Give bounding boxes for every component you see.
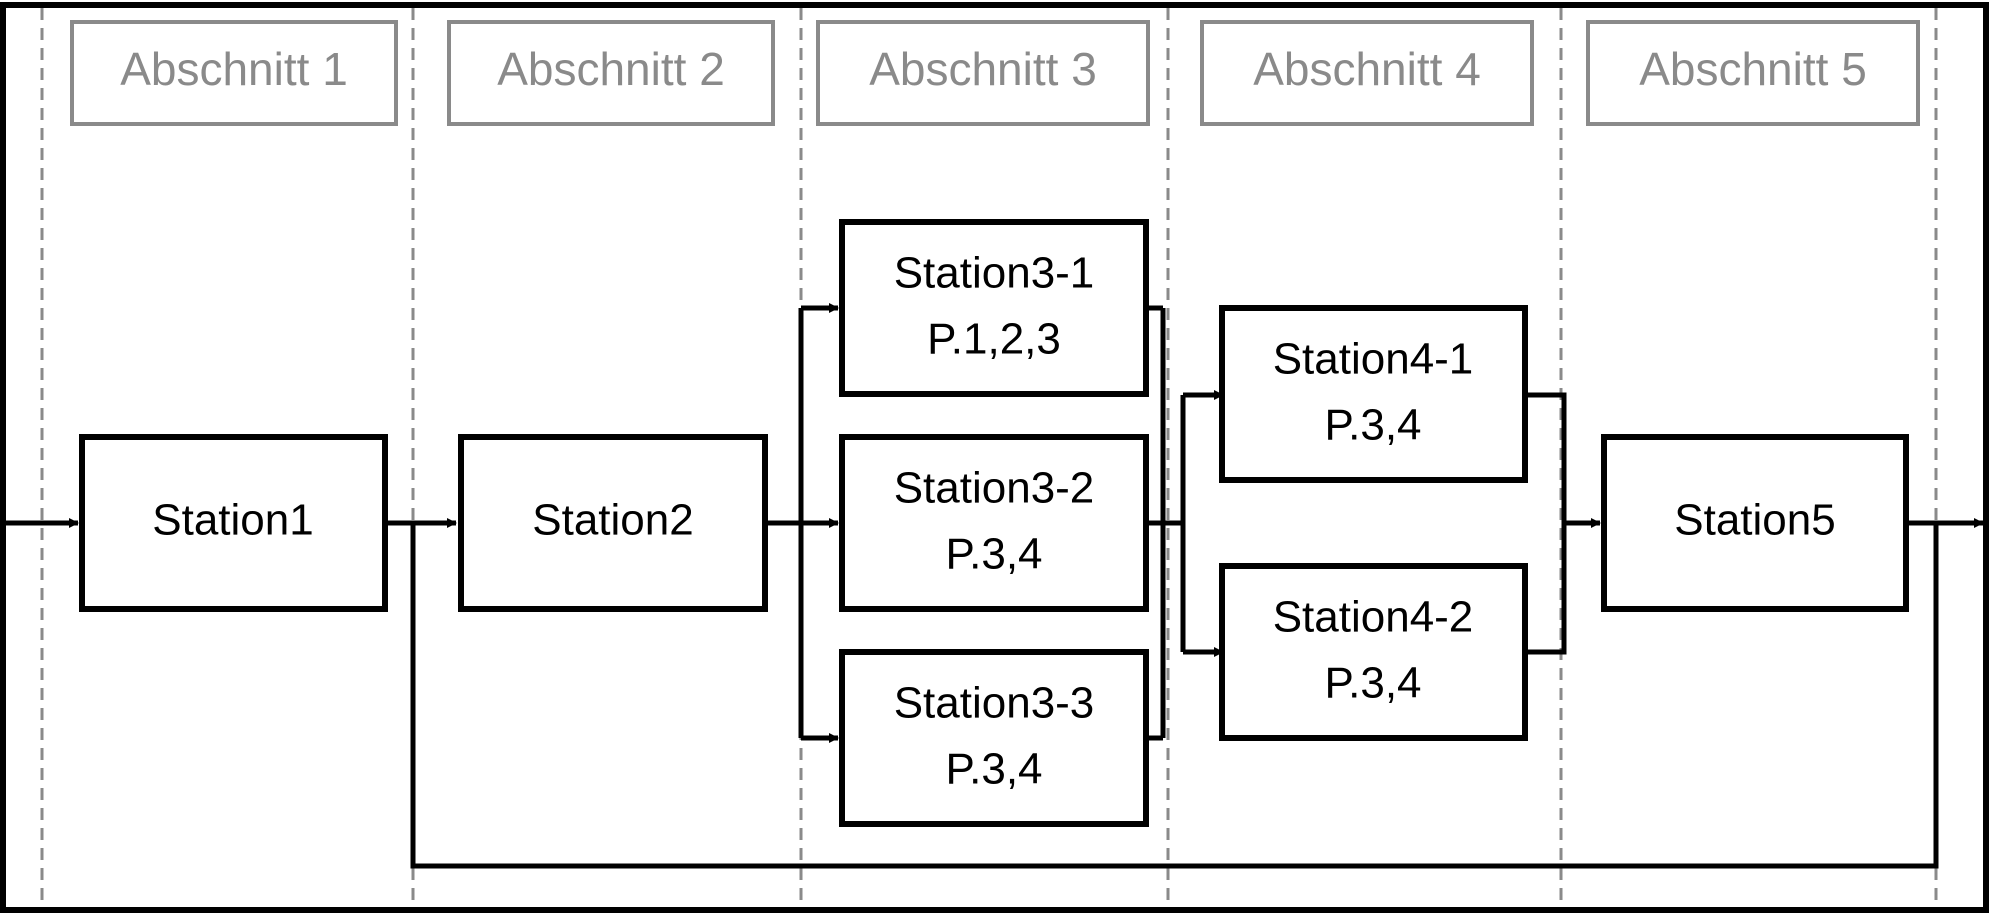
station-3-2: Station3-2 P.3,4 <box>839 434 1149 612</box>
station-params: P.3,4 <box>945 530 1042 579</box>
station-params: P.3,4 <box>1324 659 1421 708</box>
stations: Station1 Station2 Station3-1 P.1,2,3 Sta… <box>79 219 1909 827</box>
station-4-2: Station4-2 P.3,4 <box>1219 563 1528 741</box>
station-label: Station4-2 <box>1273 593 1474 642</box>
section-label-4: Abschnitt 4 <box>1253 43 1481 95</box>
station-params: P.3,4 <box>1324 401 1421 450</box>
station-box <box>839 434 1149 612</box>
station-box <box>458 434 768 612</box>
station-params: P.3,4 <box>945 745 1042 794</box>
section-header-box <box>1586 20 1920 126</box>
station-label: Station5 <box>1674 496 1835 545</box>
flow-connectors <box>3 303 1984 869</box>
bypass-loop <box>410 523 1939 869</box>
section-label-2: Abschnitt 2 <box>497 43 725 95</box>
section-header-box <box>70 20 398 126</box>
section-label-3: Abschnitt 3 <box>869 43 1097 95</box>
station-2: Station2 <box>458 434 768 612</box>
station-3-1: Station3-1 P.1,2,3 <box>839 219 1149 397</box>
station-box <box>1601 434 1909 612</box>
station-label: Station4-1 <box>1273 335 1474 384</box>
section-header-box <box>1200 20 1534 126</box>
section-headers: Abschnitt 1 Abschnitt 2 Abschnitt 3 Absc… <box>70 20 1920 126</box>
section-header-box <box>816 20 1150 126</box>
station-box <box>79 434 388 612</box>
station-4-1: Station4-1 P.3,4 <box>1219 305 1528 483</box>
station-box <box>1219 305 1528 483</box>
station-label: Station1 <box>152 496 313 545</box>
section-label-1: Abschnitt 1 <box>120 43 348 95</box>
merge-s4-1 <box>1525 392 1567 655</box>
station-5: Station5 <box>1601 434 1909 612</box>
station-box <box>1219 563 1528 741</box>
station-3-3: Station3-3 P.3,4 <box>839 649 1149 827</box>
station-label: Station3-3 <box>894 679 1095 728</box>
station-label: Station3-1 <box>894 249 1095 298</box>
section-header-box <box>447 20 775 126</box>
section-label-5: Abschnitt 5 <box>1639 43 1867 95</box>
station-box <box>839 649 1149 827</box>
station-label: Station2 <box>532 496 693 545</box>
station-label: Station3-2 <box>894 464 1095 513</box>
station-1: Station1 <box>79 434 388 612</box>
station-params: P.1,2,3 <box>927 315 1061 364</box>
station-box <box>839 219 1149 397</box>
